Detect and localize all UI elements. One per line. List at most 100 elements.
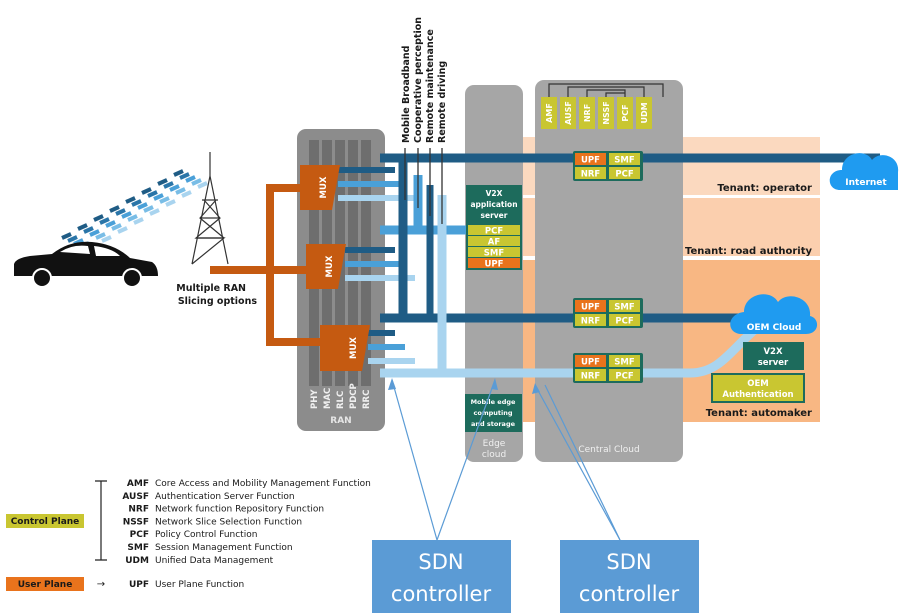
slice-box-nrf — [575, 167, 606, 179]
slice-box-smf — [609, 300, 640, 312]
sdn-arrows — [391, 379, 621, 541]
sdn-controller-1-line1: SDN — [418, 550, 463, 574]
slice-box-pcf — [609, 167, 640, 179]
slice-label: Mobile Broadband — [401, 46, 412, 143]
legend-items: AMF Core Access and Mobility Management F… — [122, 479, 370, 566]
slice-box-label: SMF — [614, 358, 635, 368]
legend-text-nssf: Network Slice Selection Function — [155, 517, 302, 527]
slice-box-label: NRF — [581, 317, 601, 327]
edge-box-upf — [468, 258, 520, 268]
mux-block — [320, 325, 370, 371]
slice-box-smf — [609, 355, 640, 367]
slice-box-upf — [575, 300, 606, 312]
legend-user-plane-swatch — [6, 577, 84, 591]
edge-box-label: SMF — [484, 249, 505, 259]
sdn-controller-2-line2: controller — [579, 582, 680, 606]
oem-auth-line1: OEM — [747, 379, 769, 389]
mux-block — [300, 165, 340, 210]
tenant-label-automaker: Tenant: automaker — [706, 408, 812, 419]
slice-label: Remote maintenance — [425, 29, 436, 143]
legend-abbr-ausf: AUSF — [122, 492, 149, 502]
slice-box-pcf — [609, 369, 640, 381]
legend-abbr-nrf: NRF — [128, 505, 149, 515]
legend-abbr-nssf: NSSF — [123, 517, 149, 527]
edge-cloud-label-line1: Edge — [483, 439, 506, 449]
function-box-ausf — [560, 97, 576, 129]
edge-v2x-line: application — [470, 200, 517, 209]
slice-box-nrf — [575, 369, 606, 381]
function-box-amf — [541, 97, 557, 129]
legend-text-amf: Core Access and Mobility Management Func… — [155, 479, 371, 489]
slice-box-label: PCF — [615, 170, 633, 180]
oem-auth-line2: Authentication — [722, 390, 793, 400]
sdn-controller-2-line1: SDN — [606, 550, 651, 574]
function-label-udm: UDM — [640, 102, 649, 123]
function-box-nrf — [579, 97, 595, 129]
function-label-nrf: NRF — [583, 104, 592, 122]
ran-layer-label-mac: MAC — [323, 388, 333, 409]
function-label-nssf: NSSF — [602, 101, 611, 124]
ran-label: RAN — [330, 416, 351, 426]
ran-slicing-label-line1: Multiple RAN — [176, 283, 246, 294]
mux-label: MUX — [325, 255, 335, 277]
v2x-server-box — [743, 342, 804, 370]
mux-label: MUX — [319, 176, 329, 198]
tenant-label-road-authority: Tenant: road authority — [685, 246, 812, 257]
slice-box-pcf — [609, 314, 640, 326]
sdn-controller-2[interactable] — [560, 540, 699, 613]
ran-slicing-label-line2: Slicing options — [178, 296, 258, 307]
function-label-amf: AMF — [545, 103, 554, 123]
antenna-tower-icon — [191, 152, 229, 265]
slice-box-upf — [575, 355, 606, 367]
tenant-label-operator: Tenant: operator — [717, 183, 812, 194]
legend-abbr-udm: UDM — [125, 556, 149, 566]
sdn-arrowheads — [388, 378, 540, 394]
legend-text-udm: Unified Data Management — [155, 556, 274, 566]
slice-box-smf — [609, 153, 640, 165]
slice-box-label: PCF — [615, 372, 633, 382]
mobile-edge-line2: computing — [474, 409, 513, 417]
central-cloud-label: Central Cloud — [578, 445, 639, 455]
ran-layer-label-rrc: RRC — [362, 390, 372, 409]
control-plane-bus — [548, 83, 664, 97]
slice-tick-lines — [404, 148, 443, 224]
slice-label: Remote driving — [437, 61, 448, 143]
sdn-controller-1[interactable] — [372, 540, 511, 613]
legend-text-pcf: Policy Control Function — [155, 530, 257, 540]
edge-box-label: UPF — [485, 260, 504, 270]
function-box-nssf — [598, 97, 614, 129]
edge-box-smf — [468, 247, 520, 257]
v2x-server-line1: V2X — [763, 347, 782, 357]
edge-box-label: PCF — [485, 227, 503, 237]
sdn-controller-1-line2: controller — [391, 582, 492, 606]
slice-box-label: UPF — [581, 156, 600, 166]
legend-upf-text: User Plane Function — [155, 580, 244, 590]
v2x-server-line2: server — [758, 358, 789, 368]
slice-box-label: UPF — [581, 303, 600, 313]
mobile-edge-line1: Mobile edge — [471, 398, 516, 406]
mobile-edge-box — [465, 394, 522, 432]
car-icon — [14, 241, 158, 288]
legend-upf-abbr: UPF — [129, 580, 149, 590]
edge-v2x-line: server — [481, 211, 508, 220]
edge-box-label: AF — [488, 238, 501, 248]
edge-box-pcf — [468, 225, 520, 235]
function-label-ausf: AUSF — [564, 101, 573, 125]
slice-box-label: SMF — [614, 303, 635, 313]
mobile-edge-line3: and storage — [471, 420, 516, 428]
legend-arrow: → — [97, 579, 105, 590]
signal-waves-icon — [61, 169, 208, 252]
slice-box-label: NRF — [581, 170, 601, 180]
legend-abbr-amf: AMF — [127, 479, 149, 489]
legend-text-smf: Session Management Function — [155, 543, 293, 553]
oem-cloud: OEM Cloud — [730, 294, 818, 334]
